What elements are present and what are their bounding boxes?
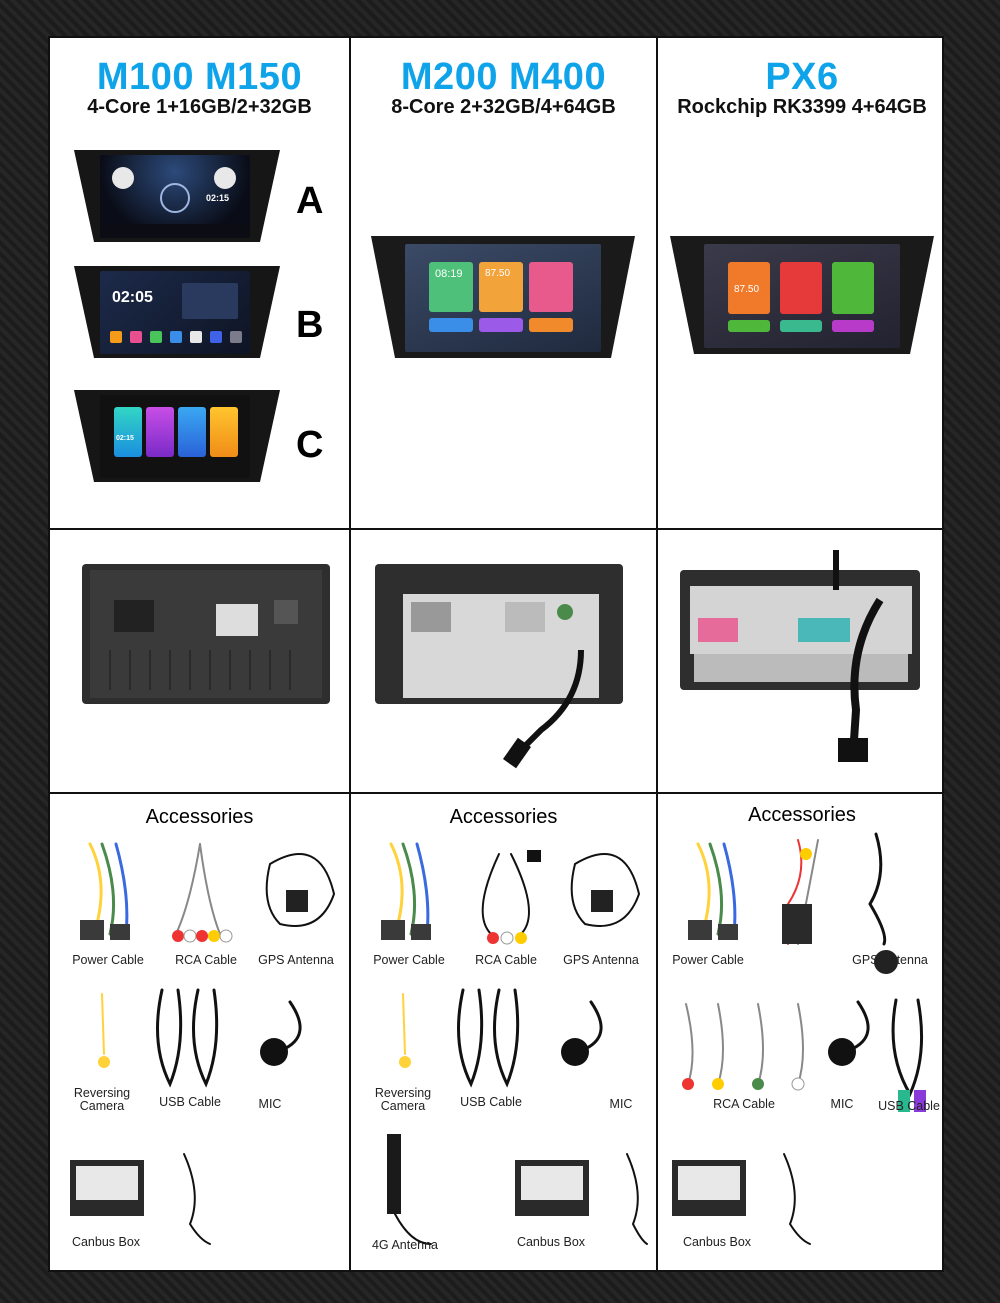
accessory-canbus-box: Canbus Box: [71, 1235, 141, 1249]
unit-back-image: [680, 550, 920, 762]
clock-text: 02:15: [206, 193, 230, 203]
model-column-m200: M200 M400 8-Core 2+32GB/4+64GB 08:19 87.…: [351, 38, 656, 528]
accessory-gps-antenna: GPS Antenna: [852, 953, 928, 967]
model-spec: Rockchip RK3399 4+64GB: [677, 96, 927, 118]
clock-text: 02:15: [116, 435, 134, 442]
accessory-rca-cable: RCA Cable: [713, 1097, 775, 1111]
accessory-rca-cable: RCA Cable: [475, 953, 537, 967]
accessory-4g-antenna: 4G Antenna: [371, 1238, 439, 1252]
model-title: M100 M150: [96, 56, 303, 98]
accessory-mic: MIC: [609, 1097, 633, 1111]
accessories-image: [381, 842, 648, 1245]
model-spec: 8-Core 2+32GB/4+64GB: [391, 96, 616, 118]
variant-label-b: B: [296, 304, 324, 346]
accessory-power-cable: Power Cable: [373, 953, 445, 967]
variant-label-a: A: [296, 180, 324, 222]
unit-back-image: [375, 564, 623, 769]
accessories-px6: Accessories: [658, 794, 946, 1272]
head-unit-b: 02:05: [74, 266, 280, 358]
model-column-m100: M100 M150 4-Core 1+16GB/2+32GB 02:15 A 0…: [50, 38, 349, 528]
model-spec: 4-Core 1+16GB/2+32GB: [87, 96, 312, 118]
accessories-image: [672, 832, 926, 1245]
accessory-power-cable: Power Cable: [672, 953, 744, 967]
accessory-usb-cable: USB Cable: [460, 1095, 522, 1109]
model-column-px6: PX6 Rockchip RK3399 4+64GB 87.50: [658, 38, 946, 528]
clock-text: 08:19: [435, 268, 463, 280]
accessories-m100: Accessories: [50, 794, 349, 1272]
radio-frequency: 87.50: [485, 268, 511, 279]
accessory-rca-cable: RCA Cable: [175, 953, 237, 967]
accessory-usb-cable: USB Cable: [159, 1095, 221, 1109]
accessory-usb-cable: USB Cable: [878, 1099, 940, 1113]
accessory-power-cable: Power Cable: [72, 953, 144, 967]
accessory-gps-antenna: GPS Antenna: [563, 953, 639, 967]
accessory-gps-antenna: GPS Antenna: [258, 953, 334, 967]
accessory-mic: MIC: [258, 1097, 282, 1111]
accessory-canbus-box: Canbus Box: [516, 1235, 586, 1249]
back-view-px6: [658, 530, 946, 792]
accessory-reversing-camera: Reversing Camera: [73, 1086, 131, 1113]
product-comparison-panel: M100 M150 4-Core 1+16GB/2+32GB 02:15 A 0…: [48, 36, 944, 1272]
head-unit-m200: 08:19 87.50: [371, 236, 635, 358]
accessories-title: Accessories: [748, 804, 856, 826]
unit-back-image: [82, 564, 330, 704]
divider: [349, 38, 351, 1270]
variant-label-c: C: [296, 424, 324, 466]
radio-frequency: 87.50: [734, 284, 760, 295]
head-unit-a: 02:15: [74, 150, 280, 242]
model-title: M200 M400: [400, 56, 607, 98]
model-title: PX6: [765, 56, 839, 98]
accessories-title: Accessories: [449, 806, 558, 828]
accessory-reversing-camera: Reversing Camera: [374, 1086, 432, 1113]
head-unit-px6: 87.50: [670, 236, 934, 354]
head-unit-c: 02:15: [74, 390, 280, 482]
accessory-mic: MIC: [830, 1097, 854, 1111]
back-view-m200: [351, 530, 656, 792]
divider: [656, 38, 658, 1270]
divider: [50, 792, 942, 794]
accessories-m200: Accessories: [351, 794, 656, 1272]
accessories-title: Accessories: [145, 806, 254, 828]
accessory-canbus-box: Canbus Box: [682, 1235, 752, 1249]
back-view-m100: [50, 530, 349, 792]
accessories-image: [70, 842, 336, 1245]
clock-text: 02:05: [112, 289, 153, 306]
divider: [50, 528, 942, 530]
